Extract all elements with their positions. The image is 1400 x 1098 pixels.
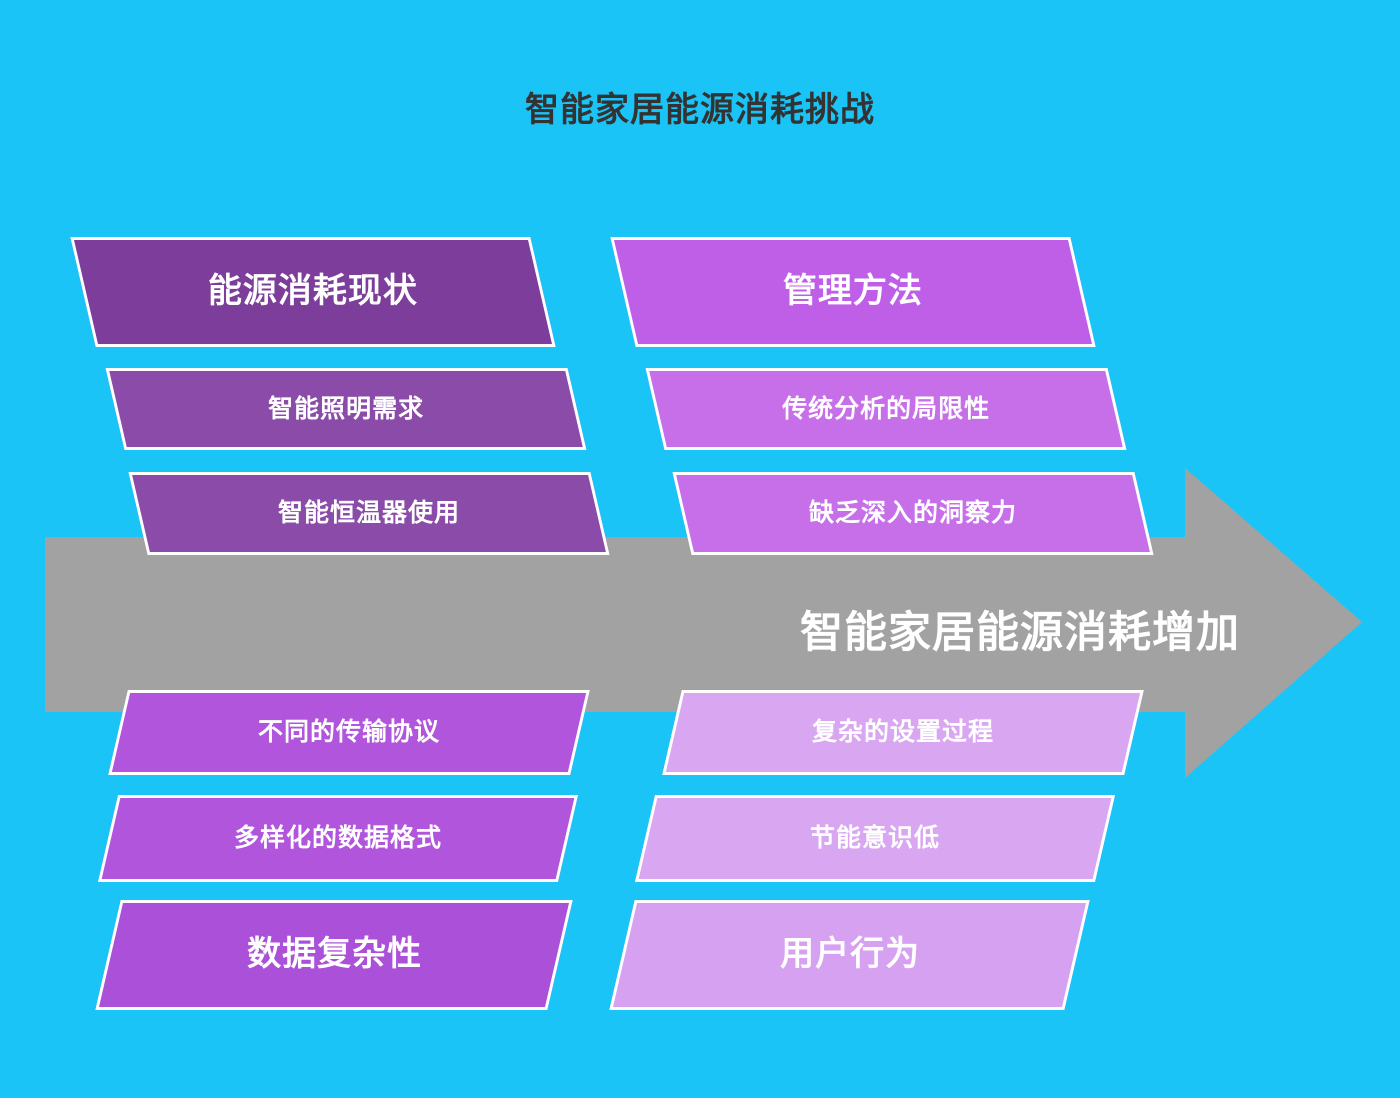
box-item-traditional-analysis-limits: 传统分析的局限性 — [645, 368, 1127, 450]
box-item-thermostat-usage: 智能恒温器使用 — [128, 472, 610, 555]
box-item-complex-setup: 复杂的设置过程 — [662, 690, 1144, 775]
box-header-user-behavior-label: 用户行为 — [779, 935, 920, 974]
box-item-data-formats: 多样化的数据格式 — [97, 795, 579, 882]
box-item-low-energy-awareness-label: 节能意识低 — [809, 824, 940, 853]
box-item-low-energy-awareness: 节能意识低 — [634, 795, 1116, 882]
box-item-complex-setup-label: 复杂的设置过程 — [811, 718, 994, 747]
box-item-lack-of-insight-label: 缺乏深入的洞察力 — [808, 499, 1017, 528]
box-header-user-behavior: 用户行为 — [609, 900, 1090, 1010]
box-header-data-complexity-label: 数据复杂性 — [246, 935, 422, 974]
box-header-management-methods: 管理方法 — [610, 237, 1096, 347]
box-item-transport-protocols-label: 不同的传输协议 — [257, 718, 440, 747]
box-item-transport-protocols: 不同的传输协议 — [108, 690, 590, 775]
box-item-lighting-demand-label: 智能照明需求 — [267, 394, 424, 423]
box-header-energy-status-label: 能源消耗现状 — [208, 272, 418, 311]
box-item-data-formats-label: 多样化的数据格式 — [233, 824, 442, 853]
box-item-lighting-demand: 智能照明需求 — [105, 368, 587, 450]
box-header-management-methods-label: 管理方法 — [783, 272, 923, 311]
box-item-traditional-analysis-limits-label: 传统分析的局限性 — [781, 394, 990, 423]
box-header-data-complexity: 数据复杂性 — [95, 900, 573, 1010]
box-item-lack-of-insight: 缺乏深入的洞察力 — [672, 472, 1154, 555]
box-item-thermostat-usage-label: 智能恒温器使用 — [277, 499, 460, 528]
diagram-title: 智能家居能源消耗挑战 — [525, 91, 875, 129]
box-header-energy-status: 能源消耗现状 — [70, 237, 556, 347]
arrow-label: 智能家居能源消耗增加 — [800, 609, 1240, 657]
